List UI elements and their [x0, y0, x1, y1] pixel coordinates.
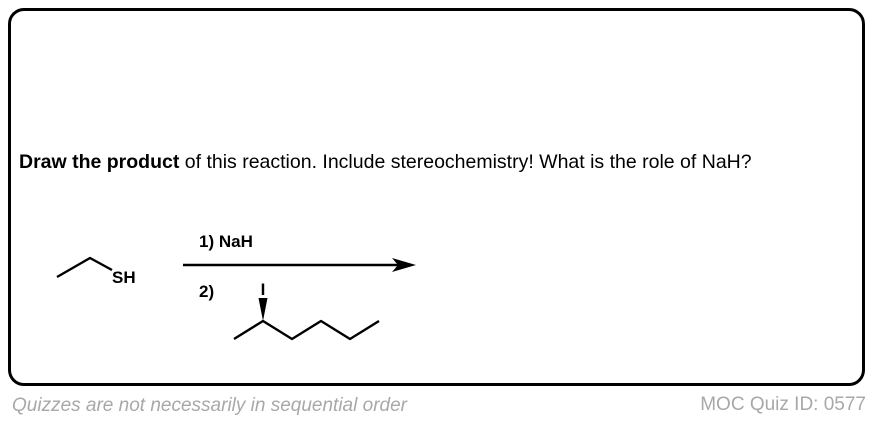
quiz-id: MOC Quiz ID: 0577	[700, 394, 866, 415]
question-text: Draw the product of this reaction. Inclu…	[19, 151, 752, 174]
step1-label: 1) NaH	[199, 232, 253, 251]
reaction-arrow-head	[392, 258, 416, 272]
iodoalkane-skeleton	[233, 319, 380, 341]
question-rest: of this reaction. Include stereochemistr…	[179, 151, 752, 173]
step2-label: 2)	[199, 282, 214, 301]
sequence-note: Quizzes are not necessarily in sequentia…	[12, 395, 407, 416]
quiz-card	[8, 8, 865, 386]
ethanethiol-skeleton	[56, 256, 113, 279]
reaction-scheme: SH 1) NaH 2) I	[56, 232, 416, 341]
thiol-label: SH	[112, 268, 136, 287]
question-bold: Draw the product	[19, 151, 180, 173]
wedge-bond	[258, 298, 268, 321]
iodine-label: I	[261, 280, 266, 299]
